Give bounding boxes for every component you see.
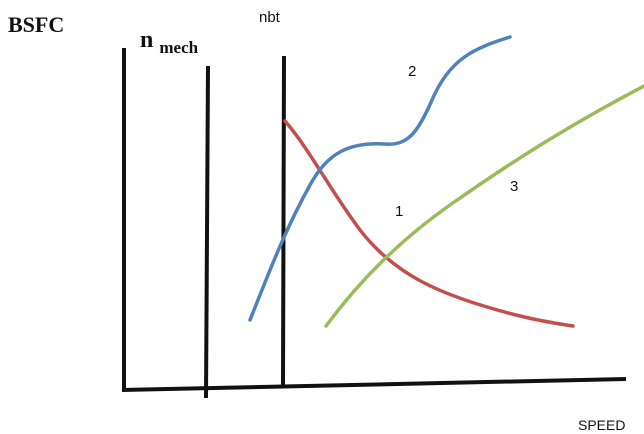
x-axis-label: SPEED — [578, 417, 625, 433]
mech-label-sub: mech — [159, 38, 198, 57]
nbt-label: nbt — [259, 9, 281, 26]
curve-2-blue — [248, 35, 512, 322]
curve-2-label: 2 — [408, 63, 416, 80]
curve-1-red — [283, 119, 575, 328]
nbt-vertical-line — [281, 55, 286, 387]
curve-3-green — [324, 84, 644, 328]
curve-3-label: 3 — [510, 178, 518, 195]
mech-label-base: n — [140, 27, 153, 53]
mech-vertical-line — [204, 65, 210, 399]
x-axis-line — [121, 377, 627, 392]
mech-label: n mech — [140, 27, 199, 57]
y-axis-label: BSFC — [8, 12, 64, 37]
curve-1-label: 1 — [395, 203, 403, 220]
